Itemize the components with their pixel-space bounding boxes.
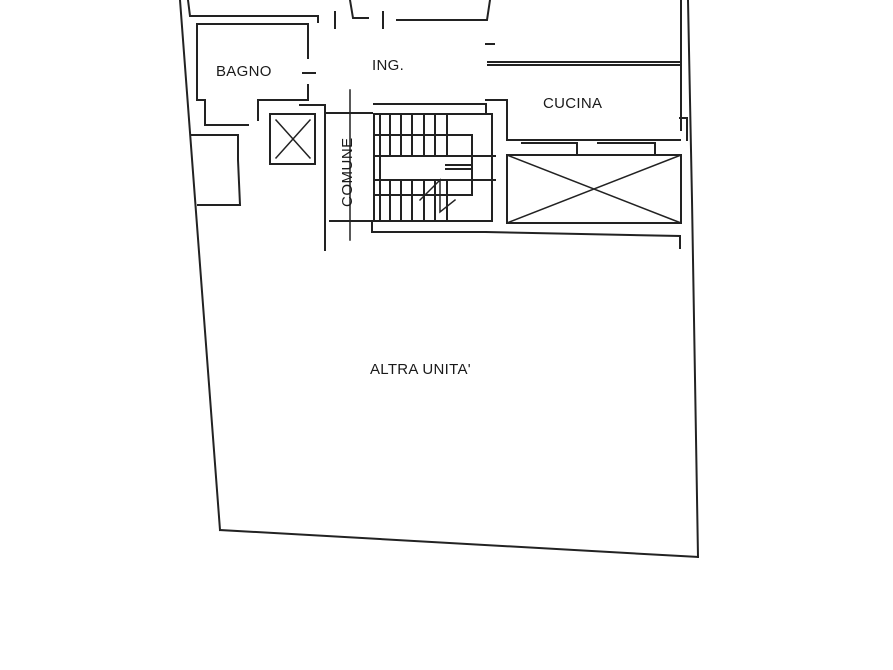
wall-bagno [196, 23, 309, 59]
outer-wall-right [686, 0, 700, 559]
room-label-bagno: BAGNO [216, 63, 272, 80]
elevator-shaft [269, 113, 316, 165]
outer-wall-left [178, 0, 222, 532]
outer-wall-bottom [218, 528, 700, 559]
room-label-ingresso: ING. [372, 57, 405, 74]
room-label-comune: COMUNE [339, 137, 356, 207]
room-label-cucina: CUCINA [543, 95, 603, 112]
room-label-altra-unita: ALTRA UNITA' [370, 361, 471, 378]
wall-cucina [485, 99, 681, 141]
staircase [373, 113, 493, 222]
light-well [506, 154, 682, 224]
